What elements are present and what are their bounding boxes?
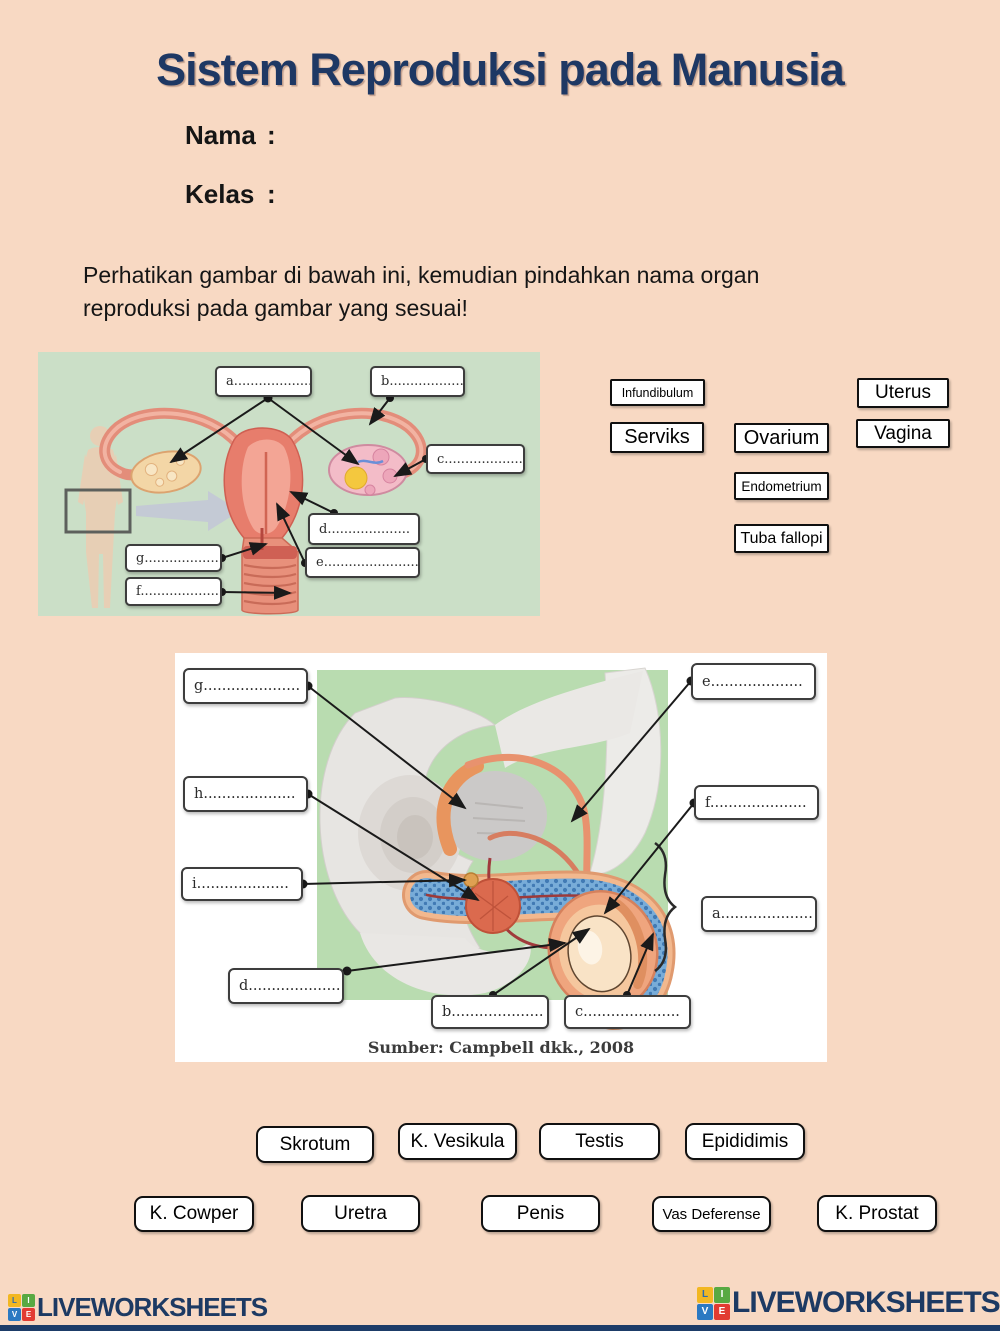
male-slot-h[interactable]: h.................... (183, 776, 308, 812)
word-bank-item-skrotum[interactable]: Skrotum (256, 1126, 374, 1163)
liveworksheets-logo-left[interactable]: L I V E LIVEWORKSHEETS (8, 1292, 268, 1323)
word-bank-item-k-cowper[interactable]: K. Cowper (134, 1196, 254, 1232)
bladder (436, 759, 547, 861)
male-diagram-panel: g..................... e................… (175, 653, 827, 1062)
page-title: Sistem Reproduksi pada Manusia (156, 44, 845, 95)
class-field-row: Kelas : (185, 179, 276, 210)
liveworksheets-tiles-icon: L I V E (8, 1294, 35, 1321)
word-bank-item-tuba-fallopi[interactable]: Tuba fallopi (734, 524, 829, 553)
male-slot-c[interactable]: c..................... (564, 995, 691, 1029)
instruction-text: Perhatikan gambar di bawah ini, kemudian… (83, 262, 760, 322)
class-label: Kelas (185, 179, 255, 209)
male-slot-g[interactable]: g..................... (183, 668, 308, 704)
pelvic-bone (319, 667, 662, 996)
female-slot-f[interactable]: f...................... (125, 577, 222, 606)
word-bank-item-penis[interactable]: Penis (481, 1195, 600, 1232)
logo-tile-e: E (22, 1308, 35, 1321)
word-bank-item-ovarium[interactable]: Ovarium (734, 423, 829, 453)
word-bank-item-testis[interactable]: Testis (539, 1123, 660, 1160)
word-bank-item-uretra[interactable]: Uretra (301, 1195, 420, 1232)
word-bank-item-k-prostat[interactable]: K. Prostat (817, 1195, 937, 1232)
footer-bar (0, 1325, 1000, 1331)
female-slot-a[interactable]: a..................... (215, 366, 312, 397)
vagina-shape (241, 528, 299, 615)
brace-icon (654, 841, 678, 973)
logo-tile-i: I (714, 1286, 730, 1303)
name-colon: : (267, 120, 276, 150)
logo-tile-v: V (8, 1308, 21, 1321)
logo-tile-i: I (22, 1294, 35, 1307)
arrow-icon (136, 491, 240, 531)
female-slot-b[interactable]: b..................... (370, 366, 465, 397)
name-field-row: Nama : (185, 120, 276, 151)
male-slot-i[interactable]: i.................... (181, 867, 303, 901)
word-bank-item-vagina[interactable]: Vagina (856, 419, 950, 448)
female-diagram-panel: a..................... b................… (38, 352, 540, 616)
female-anatomy-illustration (64, 393, 430, 615)
logo-tile-e: E (714, 1303, 730, 1320)
female-slot-c[interactable]: c..................... (426, 444, 525, 474)
name-label: Nama (185, 120, 256, 150)
liveworksheets-logo-right[interactable]: L I V E LIVEWORKSHEETS (697, 1286, 1000, 1320)
word-bank-item-endometrium[interactable]: Endometrium (734, 472, 829, 500)
class-colon: : (267, 179, 276, 209)
logo-tile-l: L (8, 1294, 21, 1307)
female-slot-e[interactable]: e....................... (305, 547, 420, 578)
male-slot-d[interactable]: d.................... (228, 968, 344, 1004)
word-bank-item-k-vesikula[interactable]: K. Vesikula (398, 1123, 517, 1160)
leader-lines (298, 676, 699, 999)
logo-tile-l: L (697, 1286, 713, 1303)
male-slot-f[interactable]: f..................... (694, 785, 819, 820)
male-slot-b[interactable]: b.................... (431, 995, 549, 1029)
male-slot-e[interactable]: e.................... (691, 663, 816, 700)
female-slot-g[interactable]: g..................... (125, 544, 222, 572)
liveworksheets-wordmark: LIVEWORKSHEETS (732, 1286, 1000, 1319)
cowper-gland (463, 872, 479, 888)
image-source-caption: Sumber: Campbell dkk., 2008 (367, 1038, 635, 1057)
body-silhouette-icon (64, 426, 132, 608)
word-bank-item-vas-deferense[interactable]: Vas Deferense (652, 1196, 771, 1232)
word-bank-item-infundibulum[interactable]: Infundibulum (610, 379, 705, 406)
male-anatomy-illustration (298, 667, 699, 1030)
word-bank-item-epididimis[interactable]: Epididimis (685, 1123, 805, 1160)
liveworksheets-tiles-icon: L I V E (697, 1286, 730, 1320)
word-bank-item-uterus[interactable]: Uterus (857, 378, 949, 408)
logo-tile-v: V (697, 1303, 713, 1320)
left-ovary (130, 450, 202, 494)
liveworksheets-wordmark: LIVEWORKSHEETS (37, 1292, 268, 1322)
word-bank-item-serviks[interactable]: Serviks (610, 422, 704, 453)
female-slot-d[interactable]: d.................... (308, 513, 420, 545)
male-slot-a[interactable]: a.................... (701, 896, 817, 932)
